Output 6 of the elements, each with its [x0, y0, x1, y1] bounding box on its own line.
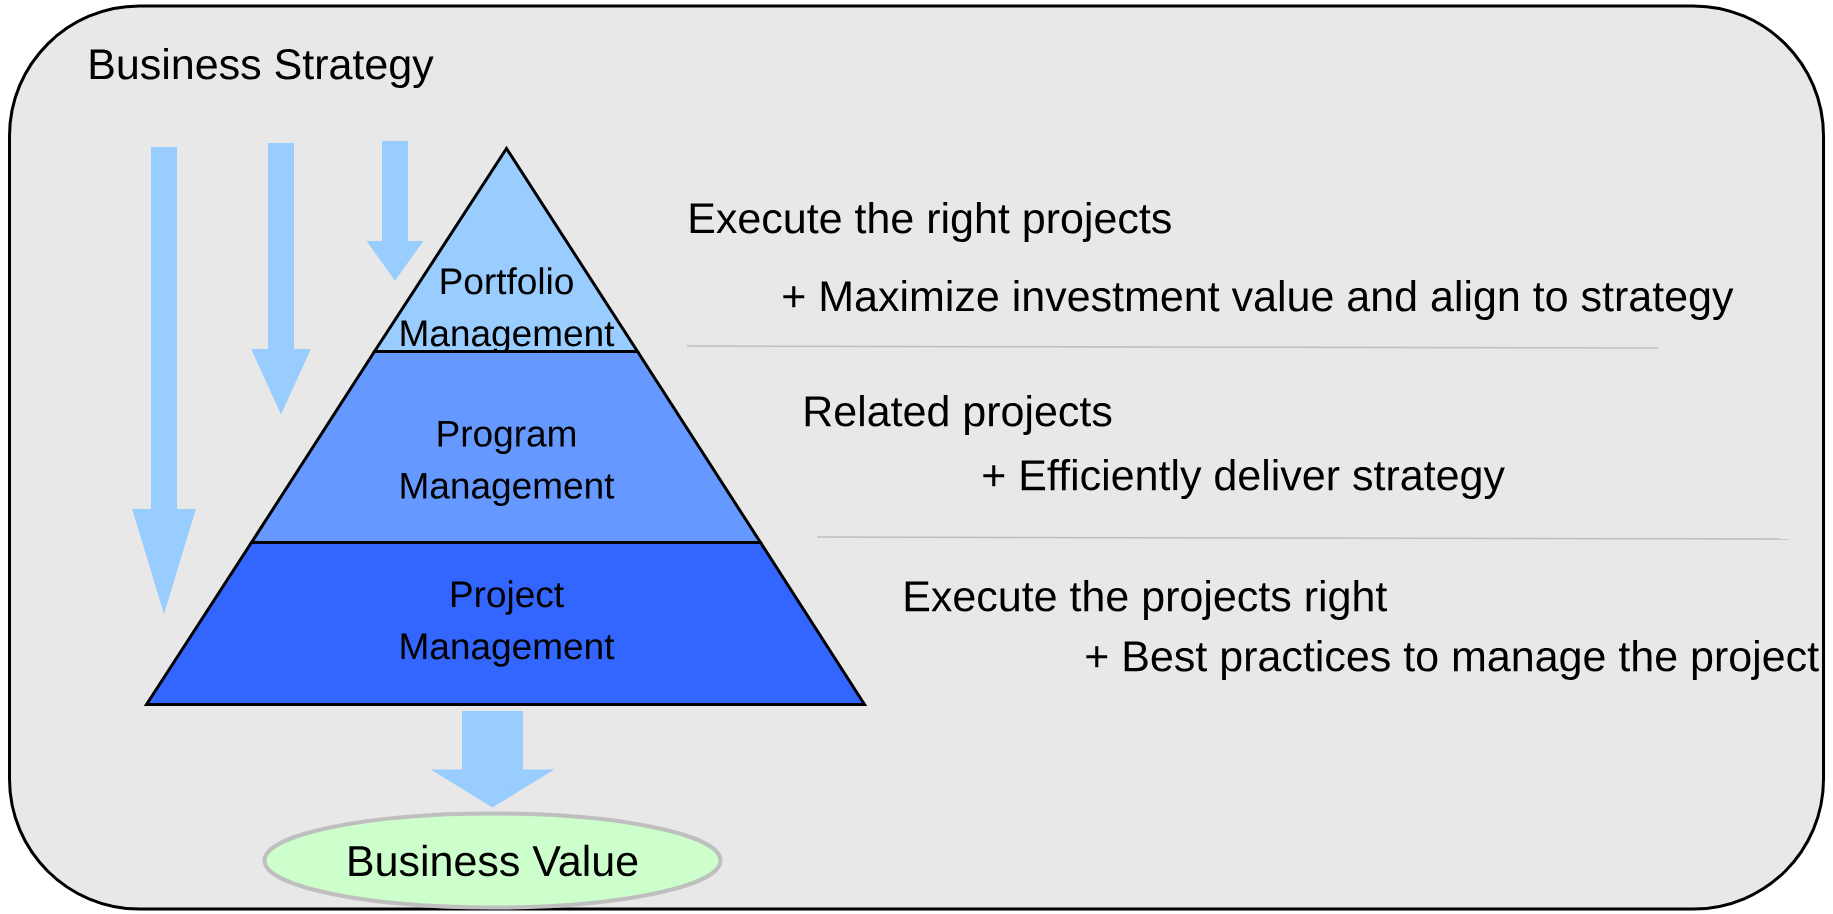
- note-text: Execute the right projects: [690, 201, 1171, 243]
- note-text: + Efficiently deliver strategy: [983, 458, 1505, 500]
- note-text: Execute the projects right: [905, 579, 1387, 621]
- note-text: + Maximize investment value and align to strategy: [783, 279, 1734, 321]
- note-text: + Best practices to manage the project: [1086, 639, 1819, 681]
- note-text: Related projects: [805, 394, 1112, 436]
